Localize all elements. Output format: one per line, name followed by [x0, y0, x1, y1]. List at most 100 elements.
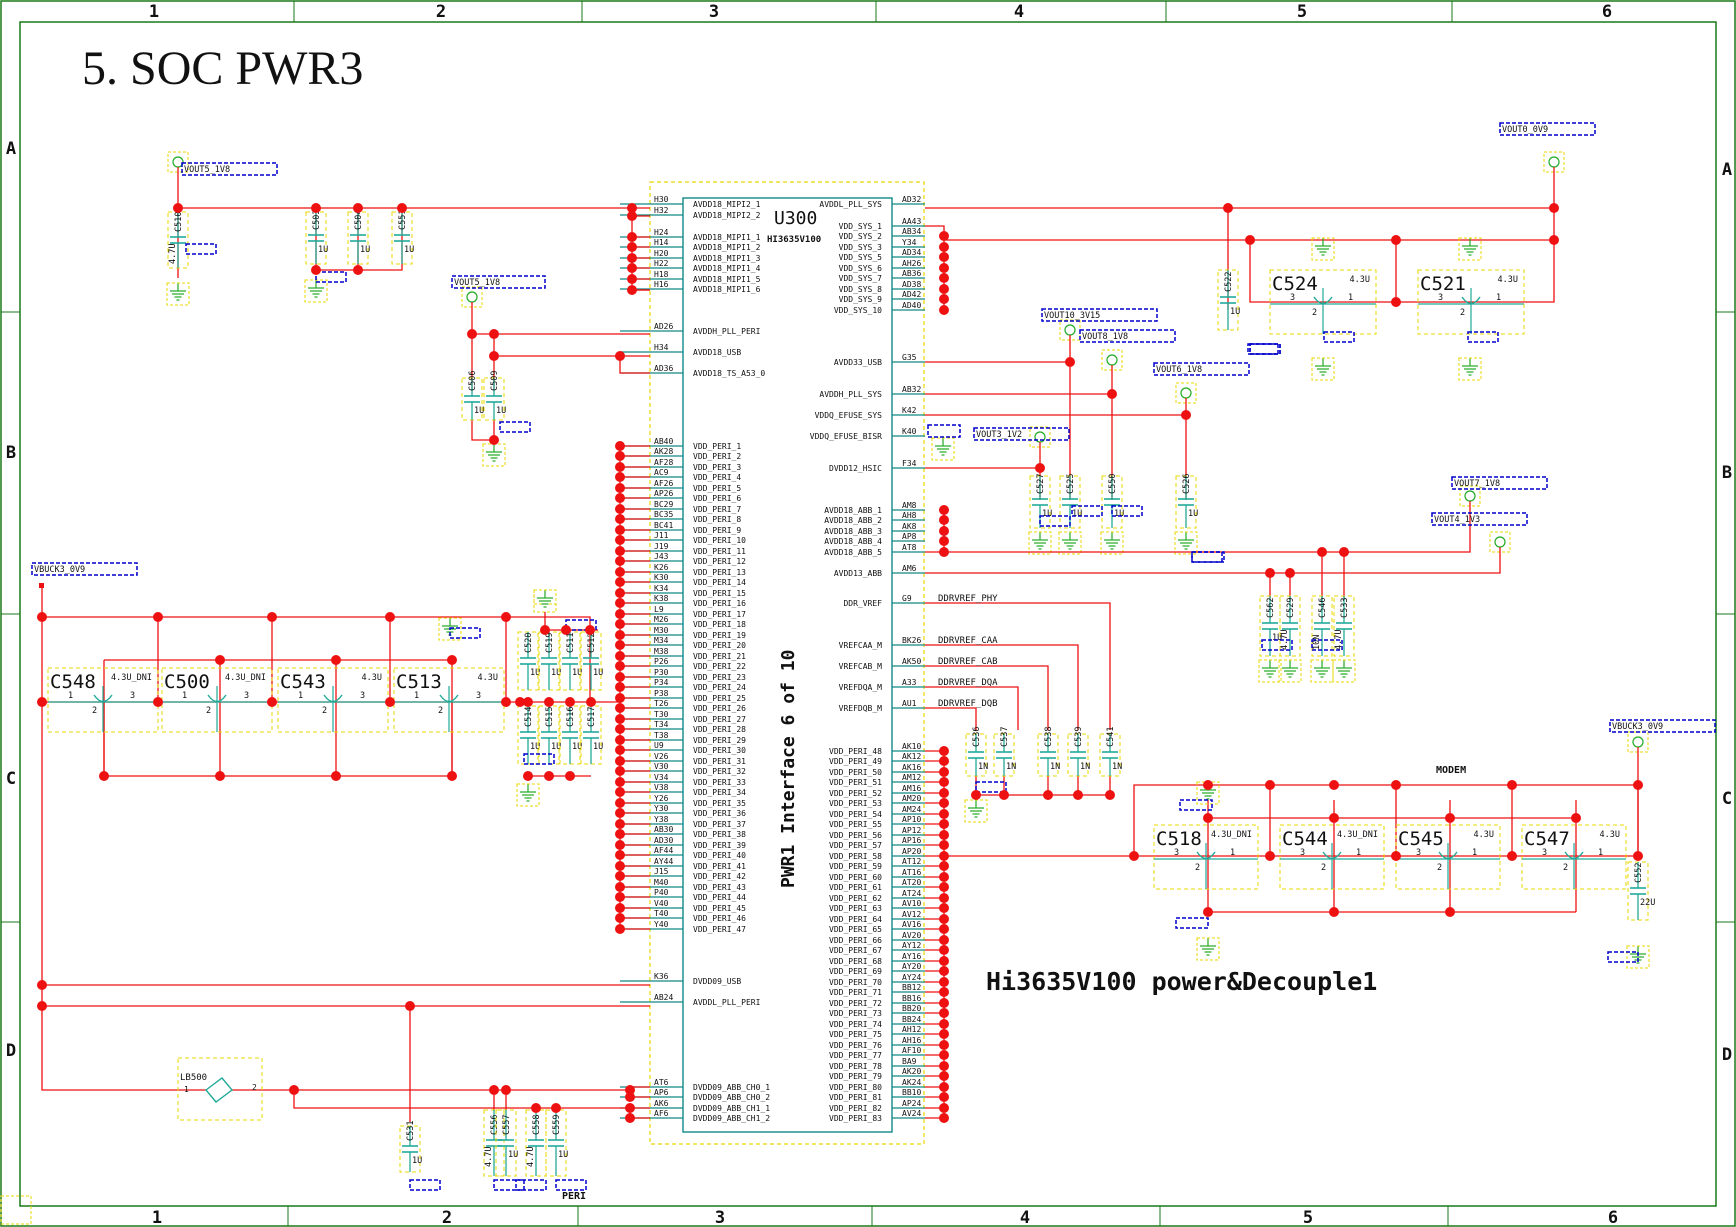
pin-ball-right: AK50	[902, 657, 921, 666]
junction-dot	[615, 630, 625, 640]
pin-name-left: VDD_PERI_26	[693, 704, 746, 713]
pin-name-left: AVDD18_MIPI1_6	[693, 285, 761, 294]
power-port-circle	[1180, 387, 1192, 399]
wire	[42, 616, 591, 702]
junction-dot	[627, 211, 637, 221]
capacitor-value: 1N	[1080, 762, 1090, 772]
junction-dot	[501, 1085, 511, 1095]
junction-dot	[1445, 907, 1455, 917]
pin-ball-right: AM20	[902, 794, 921, 803]
wire	[1133, 784, 1638, 856]
junction-dot	[939, 788, 949, 798]
capacitor-block-ref: C544	[1282, 828, 1328, 850]
junction-dot	[939, 956, 949, 966]
pin-name-right: VREFCAA_M	[839, 641, 883, 650]
ground-outline	[1311, 357, 1335, 381]
pin-name-left: VDD_PERI_45	[693, 904, 746, 913]
pin-name-right: VDD_PERI_80	[829, 1083, 882, 1092]
capacitor-block-value: 4.3U_DNI	[111, 673, 152, 683]
pin-name-right: VDD_SYS_8	[839, 285, 883, 294]
net-label-box	[1311, 639, 1343, 651]
pin-name-left: VDD_PERI_2	[693, 452, 741, 461]
pin-ball-left: U9	[654, 741, 664, 750]
junction-dot	[1245, 235, 1255, 245]
capacitor-pin-number: 1	[1496, 293, 1501, 303]
capacitor-value: 1N	[1006, 762, 1016, 772]
pin-name-left: VDD_PERI_6	[693, 494, 741, 503]
pin-ball-right: AT20	[902, 878, 921, 887]
net-label-box	[1249, 343, 1281, 355]
ground-outline	[1458, 357, 1482, 381]
junction-dot	[971, 790, 981, 800]
pin-name-left: VDD_PERI_37	[693, 820, 746, 829]
junction-dot	[489, 435, 499, 445]
ground-outline	[438, 617, 462, 641]
pin-name-left: AVDD18_MIPI1_4	[693, 264, 761, 273]
pin-name-left: VDD_PERI_17	[693, 610, 746, 619]
junction-dot	[615, 892, 625, 902]
junction-dot	[515, 697, 525, 707]
pin-name-left: VDD_PERI_1	[693, 442, 741, 451]
capacitor-pin-number: 2	[1312, 308, 1317, 318]
junction-dot	[501, 697, 511, 707]
pin-name-left: VDD_PERI_21	[693, 652, 746, 661]
junction-dot	[1391, 851, 1401, 861]
junction-dot	[939, 305, 949, 315]
junction-dot	[615, 483, 625, 493]
junction-dot	[353, 265, 363, 275]
net-label-vout4: VOUT4_1V3	[1434, 515, 1480, 525]
frame-col-label: 4	[1014, 2, 1024, 22]
junction-dot	[1065, 357, 1075, 367]
capacitor-value: 1U	[558, 1150, 568, 1160]
junction-dot	[939, 840, 949, 850]
pin-ball-left: AD30	[654, 836, 673, 845]
capacitor-ref: C522	[1224, 272, 1234, 292]
pin-name-left: VDD_PERI_39	[693, 841, 746, 850]
pin-ball-left: P34	[654, 678, 669, 687]
junction-dot	[289, 1085, 299, 1095]
pin-name-left: DVDD09_ABB_CH0_2	[693, 1093, 770, 1102]
corner-outline	[0, 1195, 32, 1225]
pin-ball-right: AD42	[902, 290, 921, 299]
pin-name-right: VDD_PERI_50	[829, 768, 882, 777]
pin-name-right: VDD_PERI_67	[829, 946, 882, 955]
pin-ball-right: AY16	[902, 952, 921, 961]
junction-dot	[540, 625, 550, 635]
pin-name-right: VDD_PERI_51	[829, 778, 882, 787]
pin-ball-right: AH12	[902, 1025, 921, 1034]
capacitor-ref: C558	[532, 1115, 542, 1135]
pin-name-left: VDD_PERI_25	[693, 694, 746, 703]
junction-dot	[939, 242, 949, 252]
junction-dot	[627, 274, 637, 284]
pin-ball-left: T34	[654, 720, 669, 729]
wire	[925, 686, 1019, 730]
frame-col-label: 2	[442, 1208, 452, 1227]
pin-name-right: AVDD33_USB	[834, 358, 882, 367]
pin-ball-right: AK10	[902, 742, 921, 751]
pin-ball-left: AF44	[654, 846, 673, 855]
capacitor-ref: C557	[502, 1115, 512, 1135]
pin-ball-left: AB24	[654, 993, 673, 1002]
junction-dot	[267, 612, 277, 622]
frame-row-label: B	[1722, 463, 1732, 483]
pin-name-right: VDD_PERI_77	[829, 1051, 882, 1060]
chip-u300[interactable]: U300 HI3635V100 PWR1 Interface 6 of 10	[649, 181, 925, 1145]
junction-dot	[615, 441, 625, 451]
pin-ball-left: V26	[654, 752, 669, 761]
pin-name-right: VDDQ_EFUSE_SYS	[815, 411, 883, 420]
ground-outline	[166, 282, 190, 306]
net-label-box	[555, 1179, 587, 1191]
junction-dot	[1329, 813, 1339, 823]
capacitor-value: 1U	[1072, 509, 1082, 519]
junction-dot	[615, 514, 625, 524]
junction-dot	[615, 546, 625, 556]
pin-ball-right: G35	[902, 353, 917, 362]
pin-ball-left: H22	[654, 259, 669, 268]
junction-dot	[615, 766, 625, 776]
pin-ball-left: M30	[654, 626, 669, 635]
pin-name-left: VDD_PERI_30	[693, 746, 746, 755]
pin-ball-left: V38	[654, 783, 669, 792]
junction-dot	[1549, 203, 1559, 213]
pin-name-right: VDD_SYS_5	[839, 253, 883, 262]
pin-name-right: VDD_PERI_65	[829, 925, 882, 934]
